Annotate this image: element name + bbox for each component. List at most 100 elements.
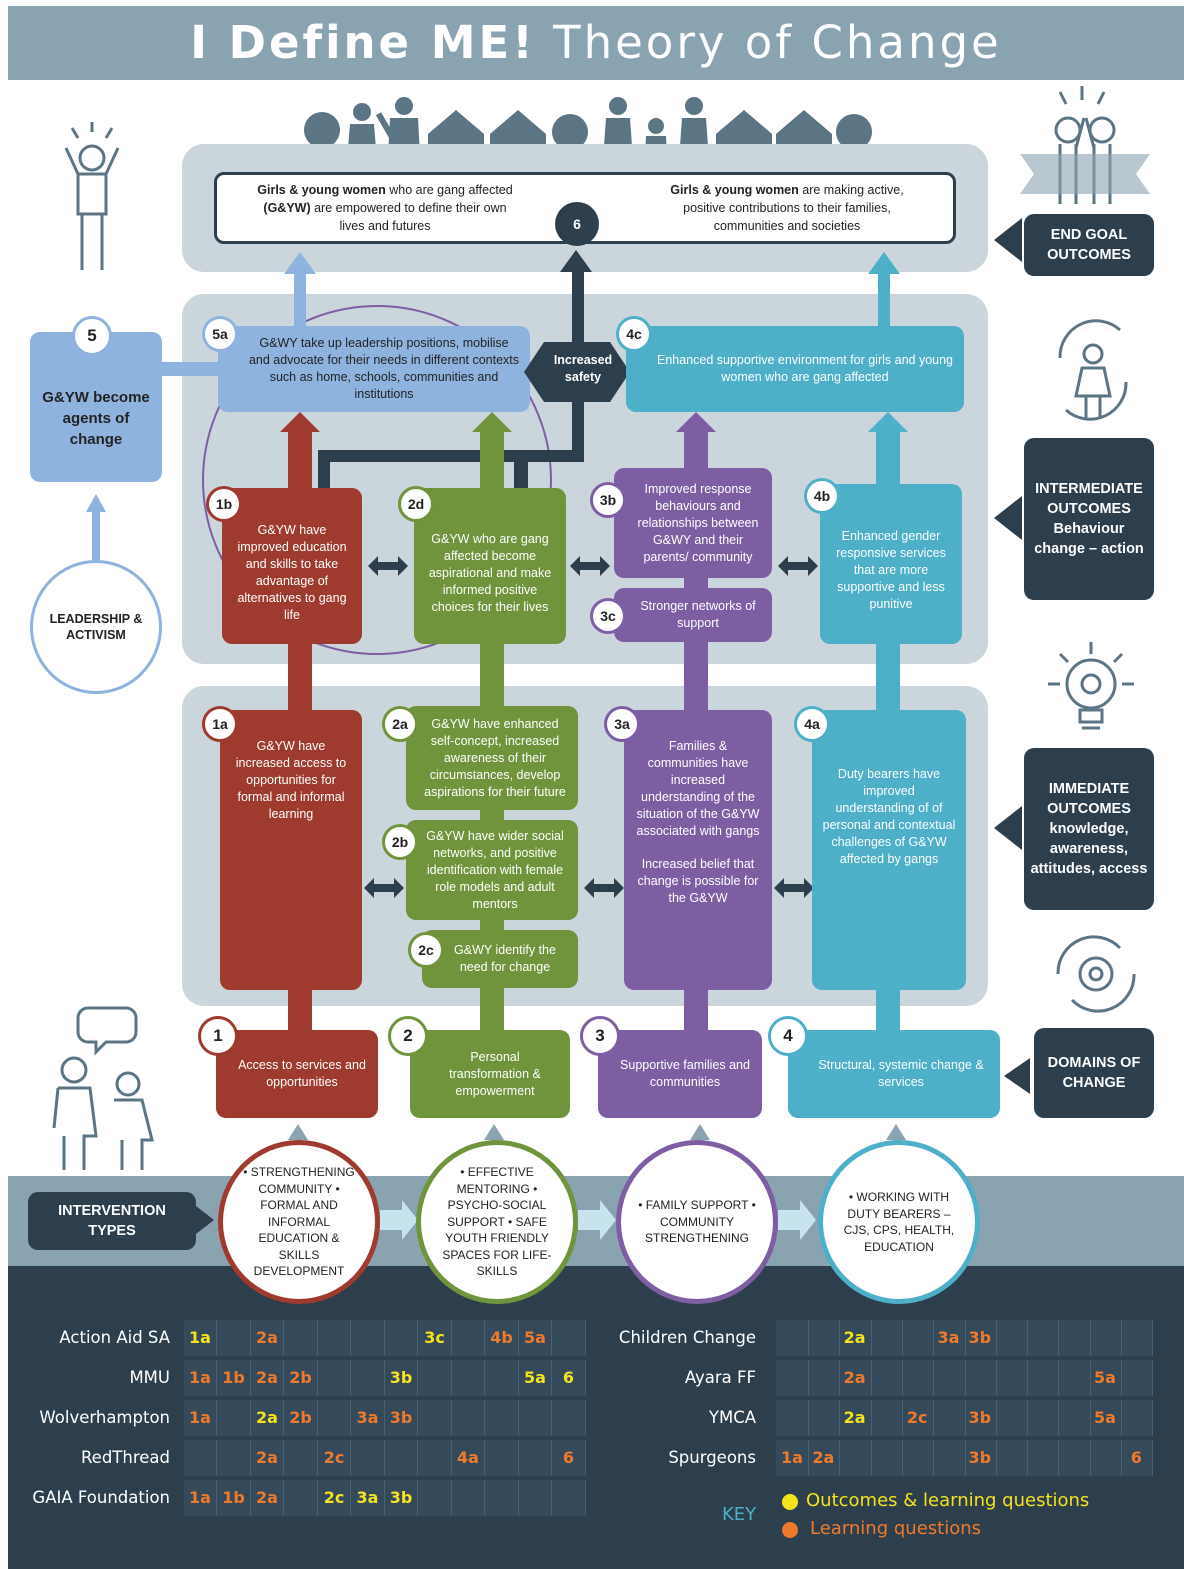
key-yellow-dot-icon xyxy=(782,1494,798,1510)
table-cell: 6 xyxy=(553,1440,586,1476)
badge-3c: 3c xyxy=(590,598,626,634)
person-cycle-icon xyxy=(1058,319,1128,421)
table-cell xyxy=(486,1440,519,1476)
table-cell xyxy=(184,1440,217,1476)
outcome-3b: Improved response behaviours and relatio… xyxy=(614,468,772,578)
table-cell: 3b xyxy=(964,1400,997,1436)
badge-2: 2 xyxy=(388,1016,428,1056)
outcome-3a: Families & communities have increased un… xyxy=(624,710,772,990)
table-cell: 1b xyxy=(218,1480,251,1516)
table-cell xyxy=(807,1400,841,1436)
table-cell xyxy=(995,1400,1029,1436)
table-cell xyxy=(776,1400,809,1436)
table-cell xyxy=(933,1360,966,1396)
table-cell: 3a xyxy=(352,1480,385,1516)
table-cell xyxy=(419,1400,452,1436)
table-cell xyxy=(486,1400,519,1436)
table-cell xyxy=(318,1360,351,1396)
intervention-arrows xyxy=(196,1200,816,1240)
table-cell xyxy=(1058,1400,1091,1436)
table-cell xyxy=(901,1440,935,1476)
table-cell xyxy=(452,1360,485,1396)
table-cell xyxy=(1120,1320,1154,1356)
table-cell xyxy=(995,1360,1029,1396)
table-cell xyxy=(486,1360,519,1396)
org-name: Action Aid SA xyxy=(59,1328,170,1347)
table-cell: 1a xyxy=(184,1400,217,1436)
table-cell: 1a xyxy=(184,1320,217,1356)
table-cell: 4a xyxy=(452,1440,485,1476)
key-yellow-text: Outcomes & learning questions xyxy=(806,1490,1090,1511)
domain-3: Supportive families and communities xyxy=(598,1030,762,1118)
intervention-1: • STRENGTHENING COMMUNITY • FORMAL AND I… xyxy=(218,1140,380,1304)
domain-4: Structural, systemic change & services xyxy=(788,1030,1000,1118)
outcome-5a: G&WY take up leadership positions, mobil… xyxy=(218,326,530,412)
table-cell xyxy=(807,1360,841,1396)
table-cell xyxy=(1058,1360,1091,1396)
label-intermediate-outcomes: INTERMEDIATE OUTCOMES Behaviour change –… xyxy=(1024,438,1154,600)
table-cell xyxy=(964,1360,997,1396)
table-cell xyxy=(870,1360,903,1396)
leadership-circle-outline xyxy=(202,305,552,655)
table-cell: 5a xyxy=(519,1360,552,1396)
outcome-2d: G&YW who are gang affected become aspira… xyxy=(414,488,566,644)
table-cell: 2c xyxy=(318,1440,351,1476)
table-cell: 3c xyxy=(419,1320,452,1356)
table-cell xyxy=(519,1480,552,1516)
table-cell: 3b xyxy=(385,1480,418,1516)
title-rest: Theory of Change xyxy=(553,16,1002,69)
badge-4b: 4b xyxy=(804,478,840,514)
org-name: RedThread xyxy=(80,1448,170,1467)
outcome-2c: G&WY identify the need for change xyxy=(422,930,578,988)
end-goal-right: Girls & young women are making active, p… xyxy=(670,183,904,233)
table-cell xyxy=(285,1320,318,1356)
table-cell xyxy=(995,1440,1029,1476)
high-five-icon xyxy=(1020,86,1150,204)
label-domains-of-change: DOMAINS OF CHANGE xyxy=(1034,1028,1154,1118)
table-cell: 2a xyxy=(807,1440,841,1476)
table-cell xyxy=(218,1320,251,1356)
table-cell xyxy=(318,1400,351,1436)
badge-6: 6 xyxy=(555,202,599,246)
outcome-3c: Stronger networks of support xyxy=(614,588,772,642)
table-cell: 4b xyxy=(486,1320,519,1356)
table-cell: 6 xyxy=(553,1360,586,1396)
table-cell: 2a xyxy=(251,1480,284,1516)
table-cell: 2c xyxy=(901,1400,935,1436)
title-bold: I Define ME! xyxy=(190,16,536,69)
table-cell: 2c xyxy=(318,1480,351,1516)
table-cell: 2a xyxy=(839,1320,872,1356)
increased-safety-label: Increased safety xyxy=(553,353,613,384)
table-cell xyxy=(807,1320,841,1356)
table-cell xyxy=(452,1320,485,1356)
table-cell: 3b xyxy=(385,1400,418,1436)
agents-of-change-box: G&YW become agents of change xyxy=(30,332,162,482)
table-cell xyxy=(553,1320,586,1356)
lightbulb-gear-icon xyxy=(1048,642,1134,730)
table-cell xyxy=(452,1400,485,1436)
table-cell xyxy=(352,1440,385,1476)
end-goal-left: Girls & young women who are gang affecte… xyxy=(257,183,513,233)
table-cell: 2b xyxy=(285,1400,318,1436)
table-cell xyxy=(352,1320,385,1356)
table-cell: 2a xyxy=(251,1440,284,1476)
table-cell xyxy=(870,1320,903,1356)
table-cell xyxy=(486,1480,519,1516)
outcome-4b: Enhanced gender responsive services that… xyxy=(820,484,962,644)
badge-5a: 5a xyxy=(202,316,238,352)
table-cell xyxy=(519,1400,552,1436)
intervention-2: • EFFECTIVE MENTORING • PSYCHO-SOCIAL SU… xyxy=(416,1140,578,1304)
label-intervention-types: INTERVENTION TYPES xyxy=(28,1192,196,1250)
table-cell xyxy=(419,1440,452,1476)
table-cell: 6 xyxy=(1120,1440,1154,1476)
table-cell xyxy=(901,1320,935,1356)
org-name: GAIA Foundation xyxy=(32,1488,170,1507)
table-cell xyxy=(1120,1360,1154,1396)
table-cell: 3b xyxy=(964,1320,997,1356)
domain-2: Personal transformation & empowerment xyxy=(410,1030,570,1118)
table-cell: 2a xyxy=(251,1320,284,1356)
badge-2d: 2d xyxy=(398,486,434,522)
person-celebrating-icon xyxy=(64,122,120,270)
